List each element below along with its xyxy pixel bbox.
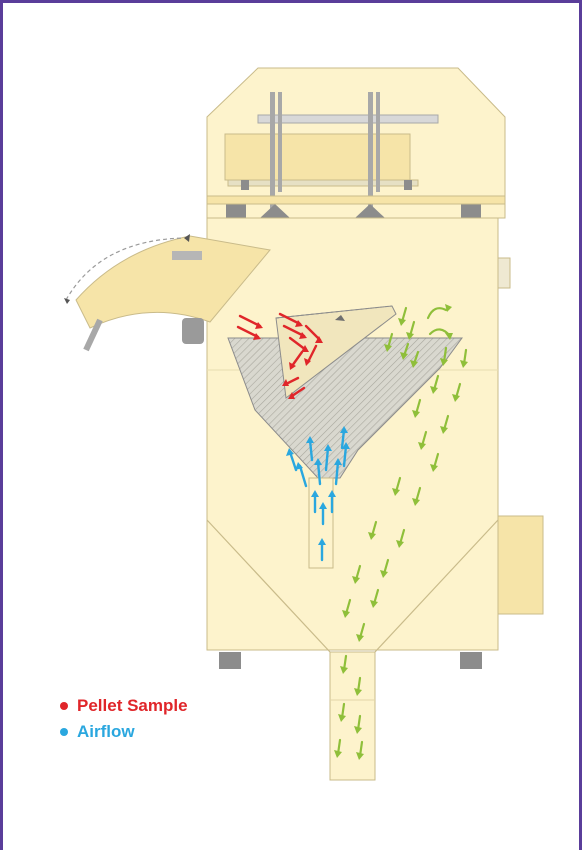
legend-label: Airflow bbox=[77, 722, 135, 742]
rod-right-2 bbox=[376, 92, 380, 192]
foot-left bbox=[219, 652, 241, 669]
legend-dot-pellet bbox=[60, 702, 68, 710]
hood-foot-left bbox=[226, 204, 246, 219]
side-panel bbox=[498, 516, 543, 614]
foot-right bbox=[460, 652, 482, 669]
tray-lip bbox=[258, 115, 438, 123]
legend-item-airflow: Airflow bbox=[60, 719, 188, 745]
tray-base bbox=[228, 180, 418, 186]
legend-dot-airflow bbox=[60, 728, 68, 736]
hood-foot-right bbox=[461, 204, 481, 219]
tray-plate bbox=[225, 134, 410, 180]
legend: Pellet Sample Airflow bbox=[60, 693, 188, 745]
legend-item-pellet: Pellet Sample bbox=[60, 693, 188, 719]
feed-gate bbox=[182, 318, 204, 344]
rod-left-2 bbox=[278, 92, 282, 192]
legend-label: Pellet Sample bbox=[77, 696, 188, 716]
outlet-chute bbox=[330, 652, 375, 780]
